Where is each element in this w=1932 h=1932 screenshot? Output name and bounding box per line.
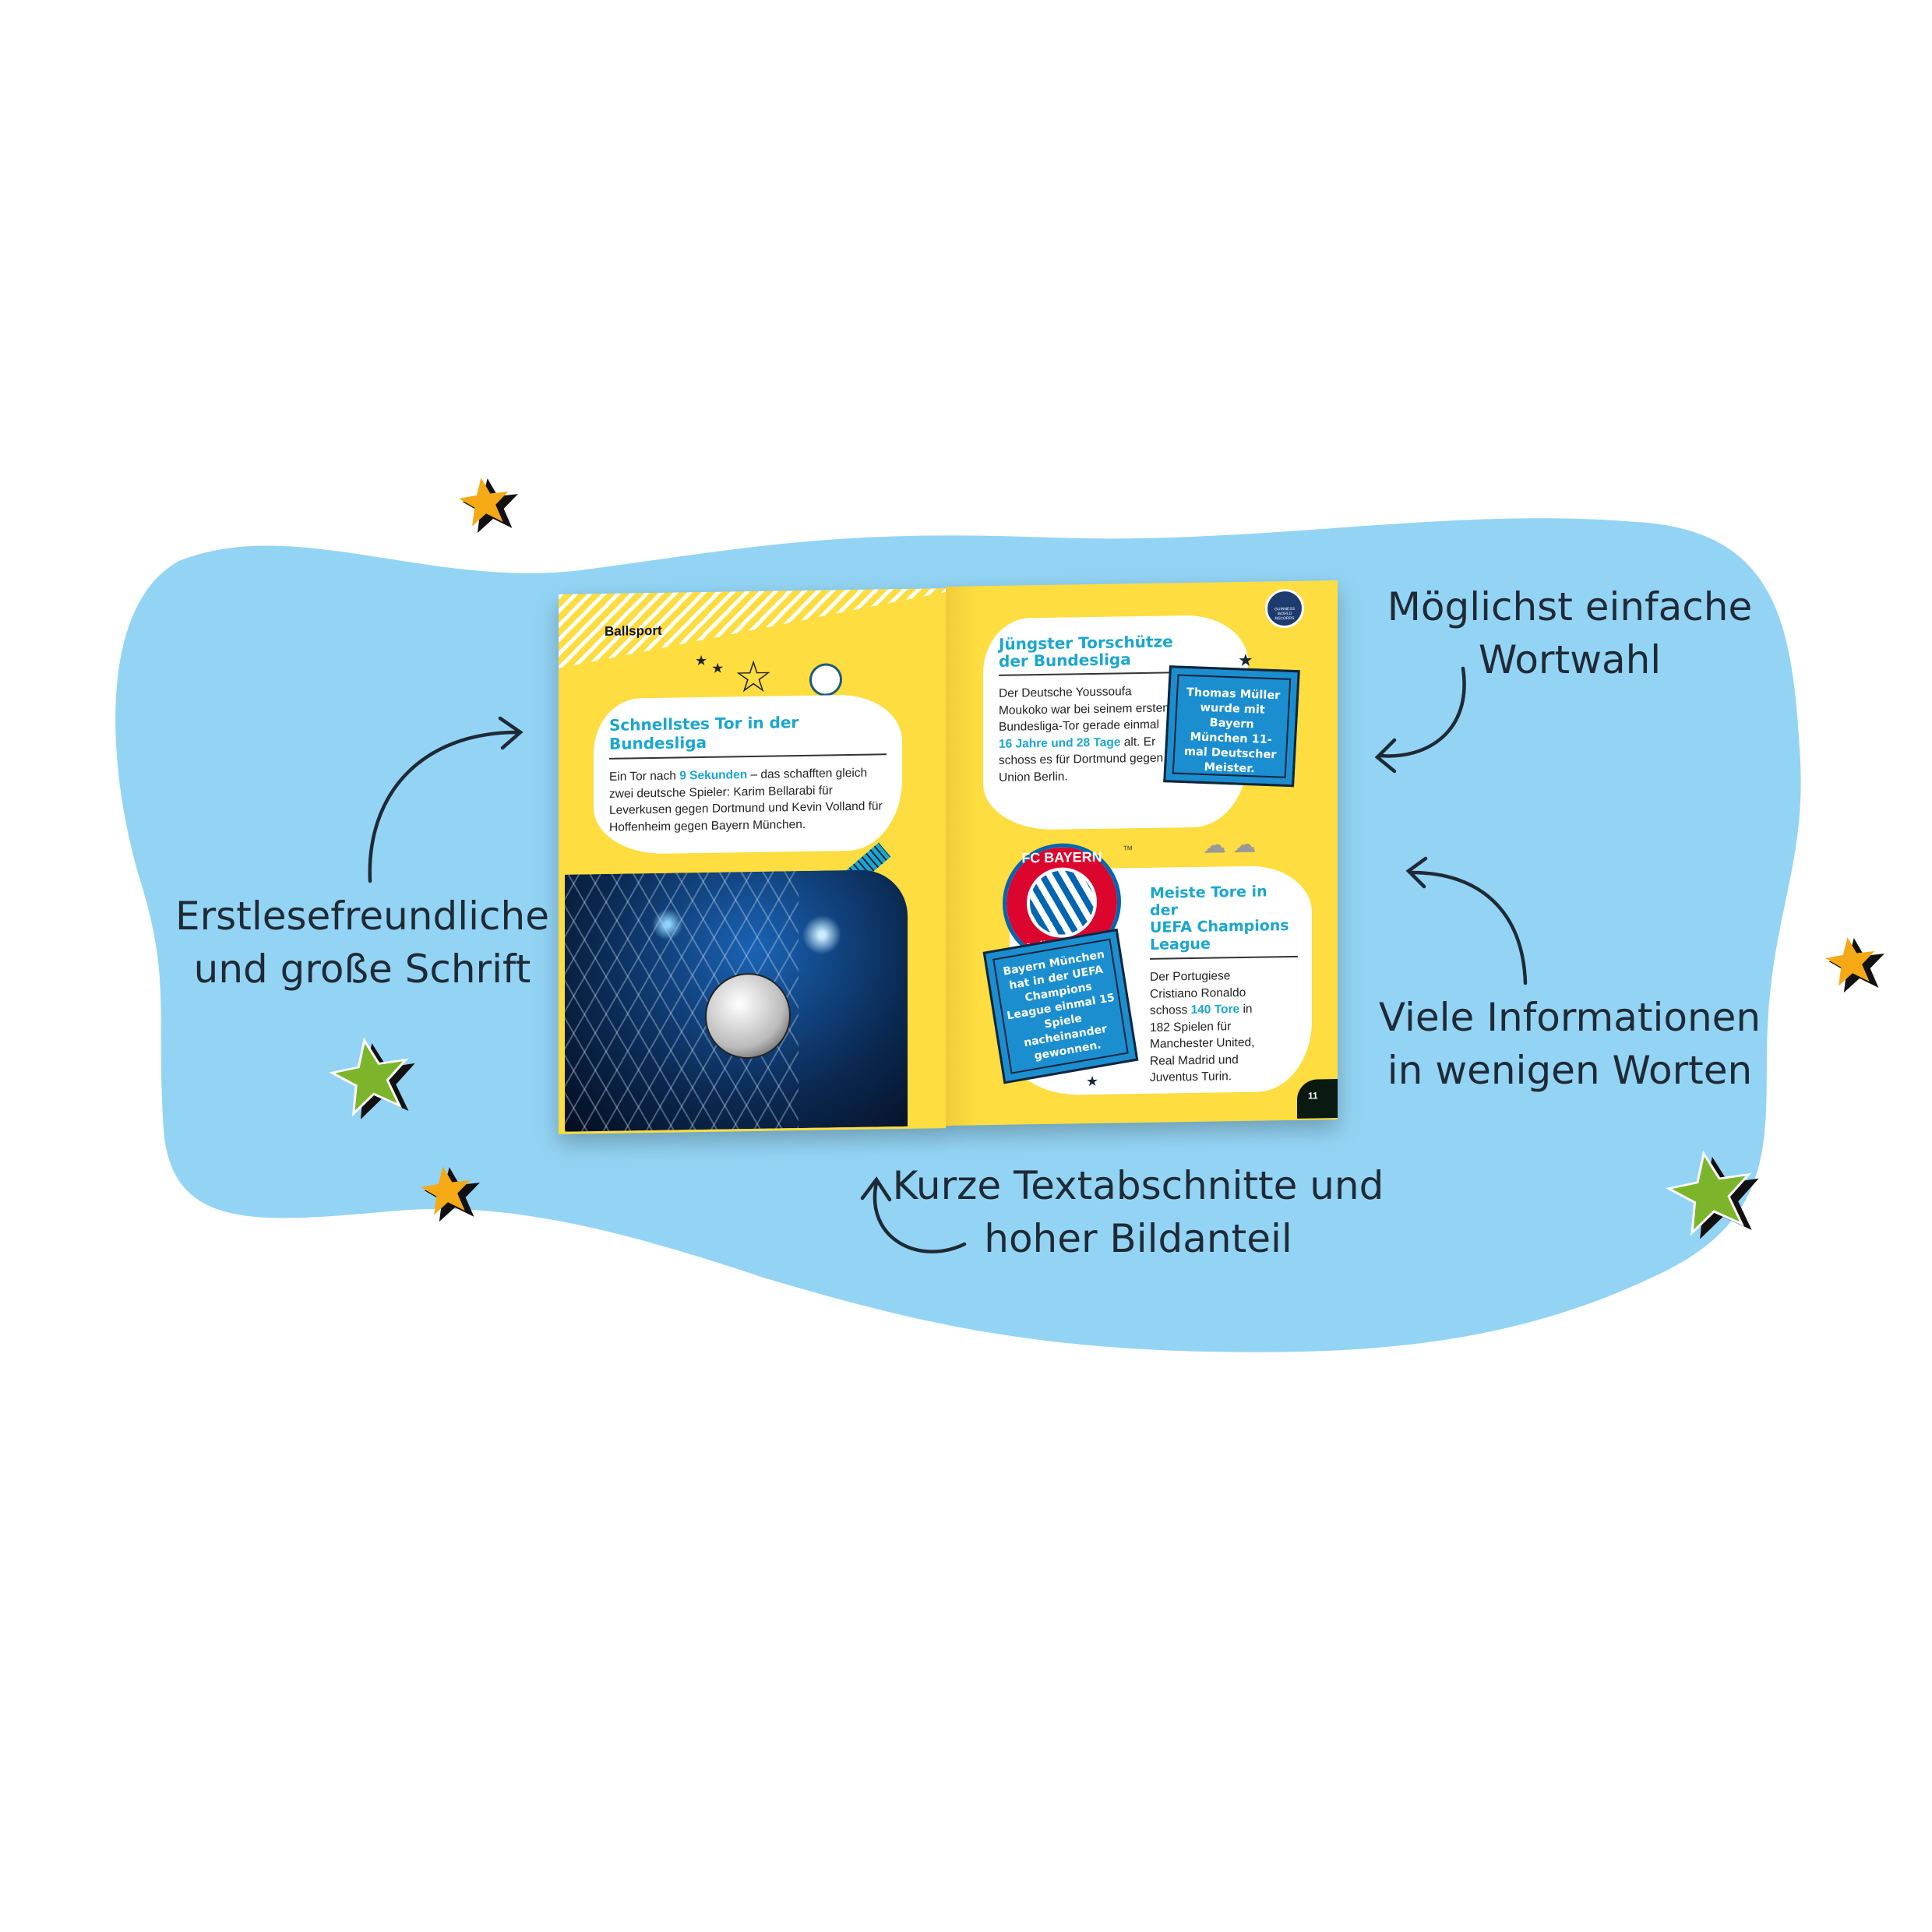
star-icon: ★ ★	[695, 652, 724, 676]
arrow-icon	[368, 716, 524, 883]
annotation-simple-words: Möglichst einfache Wortwahl	[1359, 580, 1780, 686]
annotation-line: Viele Informationen	[1378, 995, 1761, 1040]
fact-note: Bayern München hat in der UEFA Champions…	[982, 928, 1139, 1084]
cloud-icon: ☁ ☁	[1203, 831, 1257, 858]
star-icon: ★	[1086, 1073, 1099, 1090]
note-text: Thomas Müller wurde mit Bayern München 1…	[1183, 686, 1281, 776]
logo-text: GUINNESS WORLD RECORDS	[1274, 606, 1296, 622]
annotation-line: Erstlesefreundliche	[175, 894, 549, 939]
annotation-info: Viele Informationen in wenigen Worten	[1344, 991, 1796, 1097]
text-bubble: Schnellstes Tor in der Bundesliga Ein To…	[594, 693, 902, 855]
star-icon	[1822, 933, 1889, 995]
highlight: 9 Sekunden	[679, 768, 748, 783]
book-spread: Ballsport ★ ★ ☆ Schnellstes Tor in der B…	[559, 580, 1338, 1134]
title-line: UEFA Champions	[1150, 917, 1289, 936]
diamond-pattern	[1030, 869, 1094, 936]
text: Der Deutsche Youssoufa Moukoko war bei s…	[999, 685, 1169, 734]
stopwatch-icon	[809, 663, 842, 696]
trademark: TM	[1123, 844, 1133, 852]
star-icon	[1660, 1143, 1768, 1243]
arrow-icon	[1405, 856, 1528, 985]
star-icon	[456, 474, 523, 535]
section-label: Ballsport	[605, 622, 662, 639]
annotation-line: in wenigen Worten	[1387, 1048, 1753, 1093]
arrow-icon	[860, 1176, 967, 1253]
note-text: Bayern München hat in der UEFA Champions…	[1002, 948, 1116, 1063]
article-body: Ein Tor nach 9 Sekunden – das schafften …	[609, 764, 887, 836]
annotation-large-font: Erstlesefreundliche und große Schrift	[156, 890, 569, 996]
highlight: 16 Jahre und 28 Tage	[999, 735, 1121, 751]
annotation-short-text: Kurze Textabschnitte und hoher Bildantei…	[873, 1159, 1403, 1265]
fact-note: Thomas Müller wurde mit Bayern München 1…	[1163, 665, 1300, 788]
star-outline-icon: ☆	[734, 651, 774, 702]
logo-text: FC BAYERN	[1021, 848, 1102, 866]
arrow-icon	[1374, 666, 1466, 774]
page-number-text: 11	[1308, 1090, 1318, 1102]
star-icon	[323, 1030, 423, 1123]
page-number: 11	[1297, 1079, 1338, 1119]
title-line: League	[1150, 935, 1211, 954]
star-icon	[418, 1162, 485, 1224]
right-page: GUINNESS WORLD RECORDS Jüngster Torschüt…	[946, 580, 1338, 1126]
article-title: Schnellstes Tor in der Bundesliga	[609, 713, 799, 753]
soccer-goal-photo	[565, 869, 908, 1132]
title-line: Meiste Tore in der	[1150, 883, 1267, 919]
guinness-logo: GUINNESS WORLD RECORDS	[1265, 588, 1304, 629]
annotation-line: Wortwahl	[1478, 637, 1662, 682]
annotation-line: Kurze Textabschnitte und	[892, 1163, 1384, 1208]
text: Ein Tor nach	[609, 769, 680, 784]
annotation-line: Möglichst einfache	[1387, 584, 1753, 629]
highlight: 140 Tore	[1190, 1003, 1240, 1017]
article-body: Der Portugiese Cristiano Ronaldo schoss …	[1150, 967, 1274, 1086]
annotation-line: hoher Bildanteil	[984, 1216, 1292, 1261]
left-page: Ballsport ★ ★ ☆ Schnellstes Tor in der B…	[559, 588, 946, 1134]
article-body: Der Deutsche Youssoufa Moukoko war bei s…	[999, 682, 1174, 786]
annotation-line: und große Schrift	[193, 947, 531, 992]
